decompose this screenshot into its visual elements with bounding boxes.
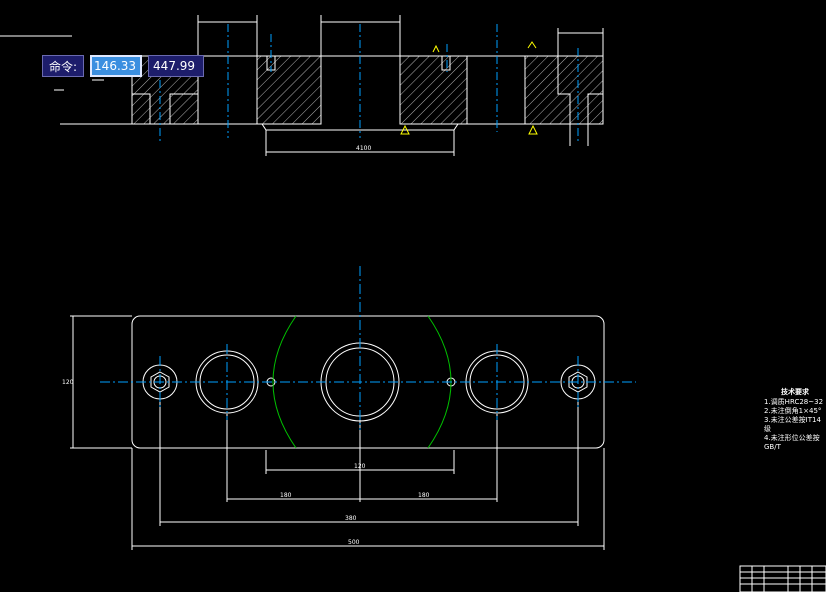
notes-title: 技术要求 [781,388,809,396]
dim-front-total: 4100 [356,145,371,152]
note-item: 1.调质HRC28~32 [764,398,824,406]
note-item: 2.未注倒角1×45° [764,407,822,415]
x-coordinate-input[interactable]: 146.33 [90,55,143,77]
title-block [739,565,826,592]
dim-plan-height: 120 [62,379,74,386]
dim-total-length: 500 [348,539,360,546]
dim-right-pitch: 180 [418,492,430,499]
plan-centerlines [100,266,636,430]
dim-center-pitch: 120 [354,463,366,470]
section-hatch-3 [399,55,468,125]
surface-finish-symbols [400,41,538,135]
section-view [0,15,604,156]
section-hatch-2 [256,55,322,125]
section-centerlines [159,24,579,142]
dynamic-input: 命令: 146.33 447.99 [42,55,205,77]
note-item: 3.未注公差按IT14级 [764,416,821,433]
note-item: 4.未注形位公差按GB/T [764,434,820,451]
plan-view [70,315,605,550]
y-coordinate-input[interactable]: 447.99 [148,55,205,77]
section-hatch-4 [524,55,604,125]
command-label: 命令: [42,55,85,77]
dim-hole-pitch: 380 [345,515,357,522]
technical-notes: 技术要求 1.调质HRC28~32 2.未注倒角1×45° 3.未注公差按IT1… [764,388,826,452]
dim-left-pitch: 180 [280,492,292,499]
